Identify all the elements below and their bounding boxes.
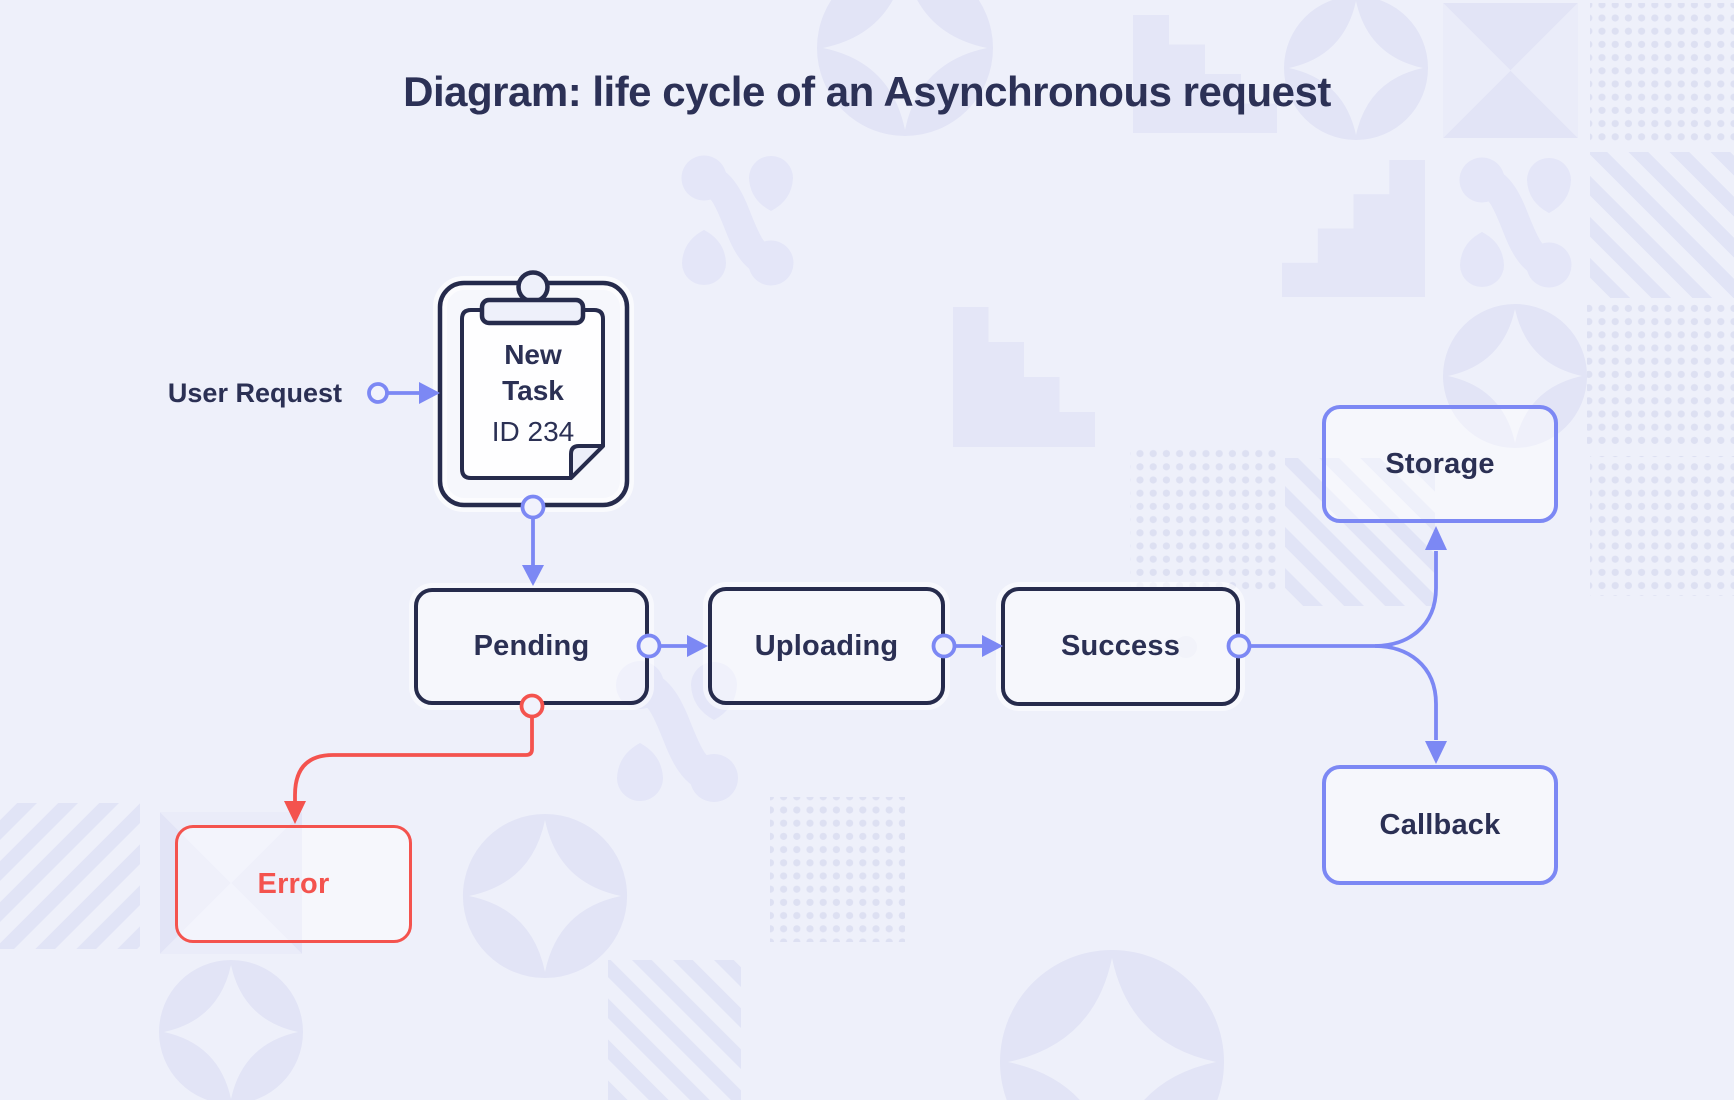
staircase-shapes — [953, 15, 1425, 447]
node-pending: Pending — [414, 588, 649, 705]
user-request-label: User Request — [167, 378, 342, 408]
node-callback: Callback — [1322, 765, 1558, 885]
node-storage-label: Storage — [1385, 447, 1495, 480]
dot-grid-tiles — [770, 3, 1734, 942]
page-title: Diagram: life cycle of an Asynchronous r… — [403, 68, 1331, 115]
node-pending-label: Pending — [473, 630, 590, 662]
node-success-label: Success — [1060, 630, 1181, 662]
node-uploading: Uploading — [708, 587, 945, 705]
node-error: Error — [175, 825, 412, 943]
node-uploading-label: Uploading — [754, 629, 899, 662]
decor-dot — [1175, 636, 1197, 658]
node-error-label: Error — [257, 867, 330, 900]
node-storage: Storage — [1322, 405, 1558, 523]
node-success: Success — [1001, 587, 1240, 706]
node-callback-label: Callback — [1379, 808, 1501, 841]
stripe-tiles — [0, 152, 1734, 1100]
